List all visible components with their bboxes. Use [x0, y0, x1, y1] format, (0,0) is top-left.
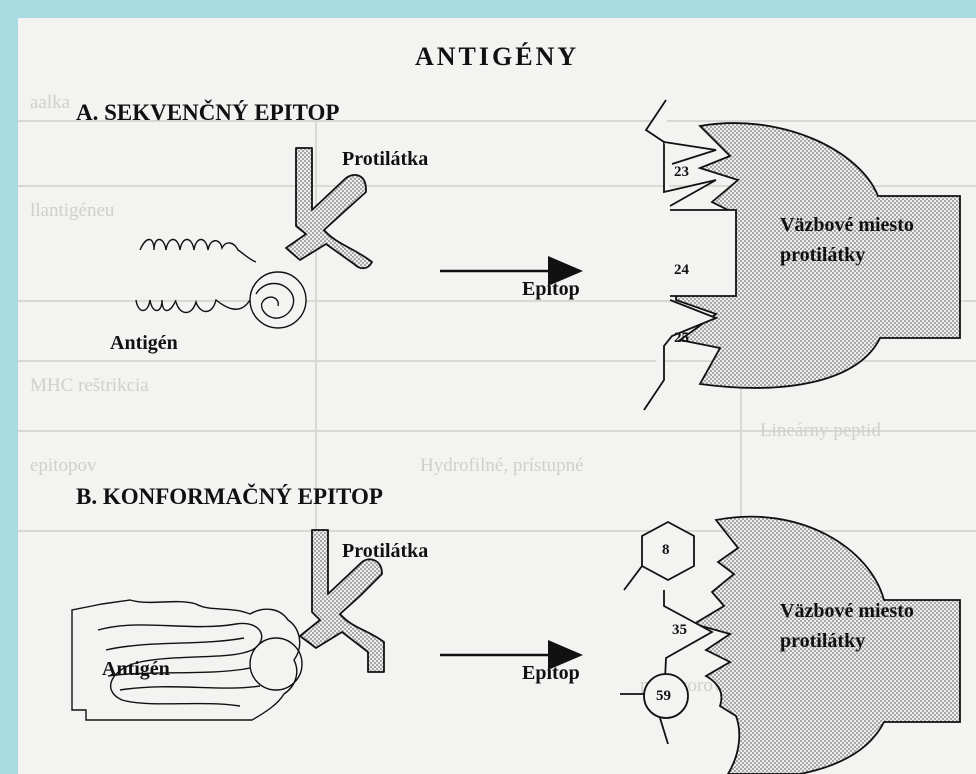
section-a-epitope-label: Epitop — [522, 278, 580, 301]
section-b-binding-label-1: Väzbové miesto — [780, 600, 914, 623]
section-a-binding-label-2: protilátky — [780, 244, 865, 267]
section-b-antigen-label: Antigén — [102, 658, 170, 681]
section-b-epitope-number: 8 — [662, 542, 670, 559]
section-b-binding-label-2: protilátky — [780, 630, 865, 653]
section-a-epitope-number: 25 — [674, 330, 689, 347]
section-a-antigen-label: Antigén — [110, 332, 178, 355]
section-a-epitope-number: 23 — [674, 164, 689, 181]
diagram-title: ANTIGÉNY — [415, 42, 579, 72]
section-a-epitope-number: 24 — [674, 262, 689, 279]
section-b-epitope-label: Epitop — [522, 662, 580, 685]
section-a-heading: A. SEKVENČNÝ EPITOP — [76, 100, 339, 126]
section-b-heading: B. KONFORMAČNÝ EPITOP — [76, 484, 383, 510]
section-b-antibody-label: Protilátka — [342, 540, 428, 563]
section-b-epitope-number: 59 — [656, 688, 671, 705]
section-b-epitope-number: 35 — [672, 622, 687, 639]
section-a-antibody-label: Protilátka — [342, 148, 428, 171]
section-a-antigen-coil — [136, 240, 306, 329]
section-a-binding-label-1: Väzbové miesto — [780, 214, 914, 237]
